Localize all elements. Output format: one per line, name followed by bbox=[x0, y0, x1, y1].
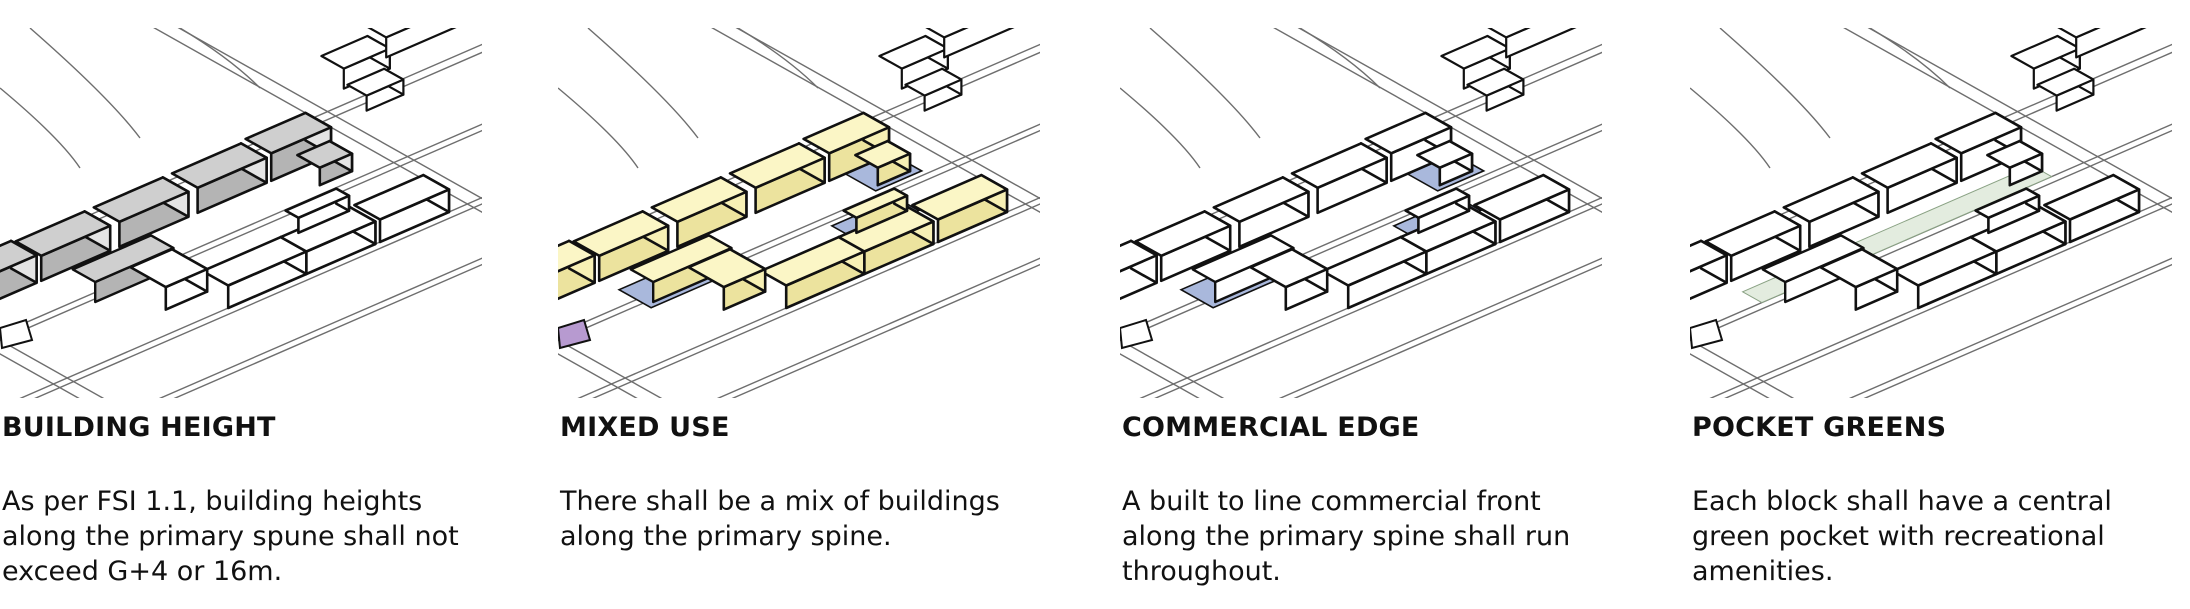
building-block bbox=[1120, 239, 1158, 301]
building-block bbox=[92, 176, 190, 249]
building-block bbox=[878, 34, 949, 90]
edge-building-outline bbox=[1690, 318, 1724, 350]
building-block bbox=[1690, 239, 1728, 301]
building-block bbox=[1704, 210, 1802, 283]
building-block bbox=[1404, 187, 1471, 235]
building-block bbox=[572, 210, 670, 283]
building-block bbox=[129, 248, 209, 311]
edge-building-outline bbox=[1120, 318, 1154, 350]
building-block bbox=[1974, 187, 2041, 235]
building-block bbox=[1473, 173, 1571, 244]
building-block bbox=[1969, 205, 2067, 276]
building-block bbox=[1249, 248, 1329, 311]
civic-building-marker bbox=[558, 318, 592, 350]
panel-description-line: amenities. bbox=[1692, 556, 1834, 587]
building-block bbox=[1782, 176, 1880, 249]
panel-description: A built to line commercial front along t… bbox=[1122, 484, 1592, 589]
panel-title: COMMERCIAL EDGE bbox=[1122, 412, 1420, 443]
building-height-massing-icon bbox=[0, 28, 482, 398]
building-block bbox=[1819, 248, 1899, 311]
building-block bbox=[1212, 176, 1310, 249]
panel-description-line: A built to line commercial front bbox=[1122, 486, 1541, 517]
building-block bbox=[1487, 28, 1577, 59]
building-block bbox=[842, 187, 909, 235]
building-block bbox=[1416, 139, 1474, 187]
building-block bbox=[284, 187, 351, 235]
panel-description-line: There shall be a mix of buildings bbox=[560, 486, 1000, 517]
building-block bbox=[353, 173, 451, 244]
panel-description-line: along the primary spune shall not bbox=[2, 521, 459, 552]
panel-description: There shall be a mix of buildings along … bbox=[560, 484, 1030, 554]
building-block bbox=[14, 210, 112, 283]
building-block bbox=[728, 142, 826, 215]
building-block bbox=[1986, 139, 2044, 187]
panel-description-line: along the primary spine. bbox=[560, 521, 892, 552]
building-block bbox=[854, 139, 912, 187]
pocket-greens-massing-icon bbox=[1690, 28, 2172, 398]
panel-description-line: Each block shall have a central bbox=[1692, 486, 2112, 517]
building-block bbox=[320, 34, 391, 90]
panel-title: MIXED USE bbox=[560, 412, 730, 443]
building-block bbox=[925, 28, 1015, 59]
building-block bbox=[1860, 142, 1958, 215]
building-block bbox=[1290, 142, 1388, 215]
panel-description: As per FSI 1.1, building heights along t… bbox=[2, 484, 472, 589]
panel-description-line: throughout. bbox=[1122, 556, 1281, 587]
building-block bbox=[1466, 67, 1525, 112]
building-block bbox=[2036, 67, 2095, 112]
building-block bbox=[687, 248, 767, 311]
building-block bbox=[911, 173, 1009, 244]
building-block bbox=[296, 139, 354, 187]
panel-description: Each block shall have a central green po… bbox=[1692, 484, 2162, 589]
building-block bbox=[2057, 28, 2147, 59]
building-block bbox=[367, 28, 457, 59]
edge-building-outline bbox=[0, 318, 34, 350]
building-block bbox=[558, 239, 596, 301]
panel-title: POCKET GREENS bbox=[1692, 412, 1947, 443]
building-block bbox=[170, 142, 268, 215]
building-block bbox=[0, 239, 38, 301]
commercial-edge-massing-icon bbox=[1120, 28, 1602, 398]
panel-description-line: green pocket with recreational bbox=[1692, 521, 2105, 552]
building-block bbox=[279, 205, 377, 276]
building-block bbox=[904, 67, 963, 112]
building-block bbox=[2043, 173, 2141, 244]
building-block bbox=[650, 176, 748, 249]
panel-description-line: As per FSI 1.1, building heights bbox=[2, 486, 423, 517]
panel-title: BUILDING HEIGHT bbox=[2, 412, 276, 443]
building-block bbox=[1134, 210, 1232, 283]
panel-description-line: exceed G+4 or 16m. bbox=[2, 556, 283, 587]
building-block bbox=[346, 67, 405, 112]
mixed-use-massing-icon bbox=[558, 28, 1040, 398]
panel-description-line: along the primary spine shall run bbox=[1122, 521, 1571, 552]
